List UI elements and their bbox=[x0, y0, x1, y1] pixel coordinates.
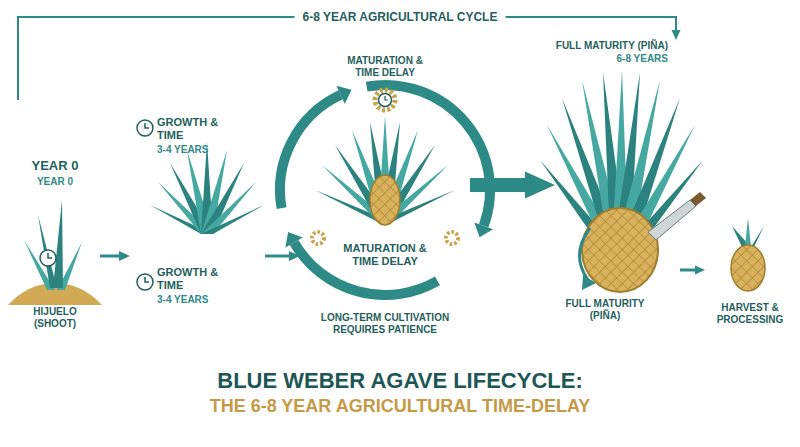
clock-hands bbox=[145, 277, 149, 282]
flow-line bbox=[18, 17, 676, 100]
stage-label: FULL MATURITY (PIÑA) bbox=[498, 40, 668, 52]
cycle-arrow bbox=[367, 85, 490, 226]
stage-label: HARVEST & PROCESSING bbox=[705, 302, 795, 326]
arrowhead bbox=[672, 30, 681, 40]
gear-icon bbox=[375, 90, 395, 110]
flow-line bbox=[470, 178, 534, 192]
stage-node: HARVEST & PROCESSING bbox=[705, 230, 795, 335]
agave-leaf bbox=[53, 200, 63, 288]
clock-hands bbox=[48, 253, 52, 258]
gear-icon bbox=[446, 232, 458, 244]
stage-label: 3-4 YEARS bbox=[157, 144, 237, 156]
stage-label: GROWTH & TIME bbox=[157, 266, 229, 292]
stage-label: 3-4 YEARS bbox=[157, 294, 237, 306]
clock-icon bbox=[40, 250, 56, 266]
harvested-pina bbox=[731, 245, 765, 291]
pineapple-crown bbox=[751, 226, 764, 247]
stage-label: FULL MATURITY (PIÑA) bbox=[550, 298, 660, 322]
stage-label: HIJUELO (SHOOT) bbox=[20, 306, 90, 330]
agave-leaf bbox=[201, 205, 264, 234]
stage-label: YEAR 0 bbox=[10, 176, 100, 188]
stage-node: YEAR 0 YEAR 0 HIJUELO (SHOOT) bbox=[10, 100, 100, 335]
stage-node: GROWTH & TIME 3-4 YEARS GROWTH & TIME 3-4 Y… bbox=[130, 115, 265, 315]
flow-arrow bbox=[18, 17, 681, 100]
clock-icon bbox=[137, 274, 153, 290]
flow-arrow bbox=[680, 266, 705, 275]
turn-arrow bbox=[579, 228, 590, 280]
arrowhead bbox=[289, 251, 300, 261]
arrowhead bbox=[525, 172, 555, 199]
flow-line bbox=[265, 255, 292, 258]
stage-label: MATURATION & TIME DELAY bbox=[335, 55, 435, 79]
diagram-title: BLUE WEBER AGAVE LIFECYCLE: bbox=[50, 368, 750, 394]
flow-arrow bbox=[470, 172, 555, 199]
flow-arrow bbox=[265, 251, 300, 261]
gear-icon bbox=[312, 232, 324, 244]
machete-handle bbox=[690, 192, 706, 206]
stage-label: MATURATION & TIME DELAY bbox=[330, 242, 440, 268]
stage-node: FULL MATURITY (PIÑA)6-8 YEARSFULL MATURI… bbox=[555, 40, 680, 335]
flow-line bbox=[100, 255, 122, 258]
gear-clock bbox=[379, 94, 392, 107]
clock-icon bbox=[137, 120, 153, 136]
pina-heart bbox=[582, 208, 658, 292]
machete-blade bbox=[648, 200, 696, 240]
stage-label: YEAR 0 bbox=[10, 158, 100, 174]
pina-core bbox=[370, 175, 400, 225]
arrowhead bbox=[119, 251, 130, 261]
pineapple-crown bbox=[745, 218, 751, 246]
stage-node: MATURATION & TIME DELAY MATURATION & TIME… bbox=[300, 55, 470, 345]
stage-label: GROWTH & TIME bbox=[157, 116, 229, 142]
turn-arrowhead bbox=[582, 275, 596, 290]
cycle-arrowhead bbox=[336, 86, 351, 104]
clock-hands bbox=[385, 96, 388, 100]
stage-label: LONG-TERM CULTIVATION REQUIRES PATIENCE bbox=[295, 312, 475, 336]
agave-leaf bbox=[201, 182, 256, 234]
agave-leaf bbox=[201, 163, 244, 234]
edge-label: 6-8 YEAR AGRICULTURAL CYCLE bbox=[295, 10, 506, 24]
cycle-arrow bbox=[280, 95, 341, 208]
cycle-arrowhead bbox=[474, 223, 493, 238]
flow-arrow bbox=[100, 251, 130, 261]
arrowhead bbox=[695, 266, 705, 275]
diagram-caption: THE 6-8 YEAR AGRICULTURAL TIME-DELAY bbox=[50, 396, 750, 418]
clock-hands bbox=[145, 123, 149, 128]
stage-label: 6-8 YEARS bbox=[498, 53, 668, 65]
flow-line bbox=[680, 269, 698, 272]
cycle-arrowhead bbox=[285, 232, 302, 247]
